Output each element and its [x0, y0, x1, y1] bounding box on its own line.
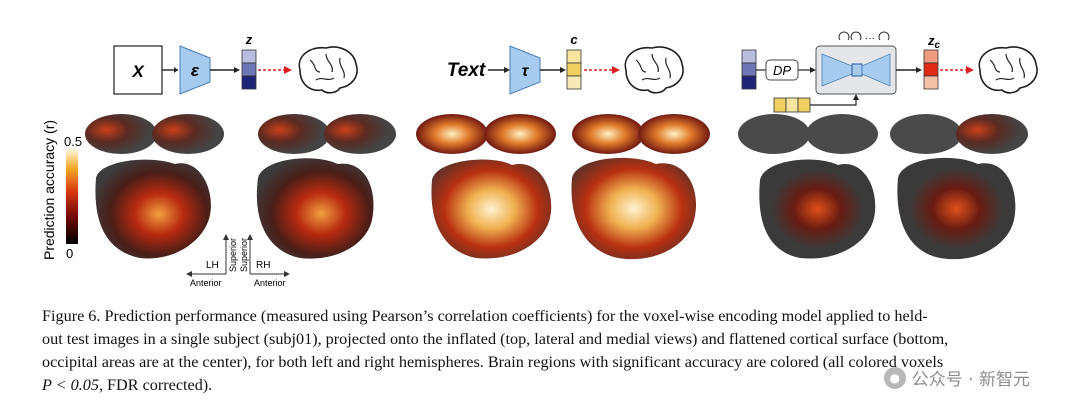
- svg-text:···: ···: [865, 33, 875, 44]
- flatmap-lh: [95, 159, 211, 259]
- caption-line-4-rest: , FDR corrected).: [98, 376, 213, 394]
- image-latent-vector: [241, 49, 257, 90]
- caption-line-2: out test images in a single subject (sub…: [42, 330, 949, 348]
- caption-p-value: P < 0.05: [42, 376, 99, 394]
- image-encoder-trapezoid: [179, 45, 211, 95]
- flatmap-rh: [897, 157, 1016, 260]
- brain-icon: [624, 46, 684, 94]
- text-brain-maps: [416, 114, 710, 260]
- flatmap-lh: [431, 159, 552, 259]
- superior-label-lh: Superior: [228, 238, 238, 272]
- colorbar: Prediction accuracy (r) 0.5 0: [41, 120, 82, 261]
- colorbar-max: 0.5: [64, 134, 82, 149]
- inflated-lh-lateral: [85, 114, 157, 154]
- inflated-rh-lateral: [324, 114, 396, 154]
- inflated-rh-lateral: [638, 114, 710, 154]
- combined-image-latent: [741, 49, 757, 90]
- colorbar-label: Prediction accuracy (r): [41, 120, 57, 260]
- text-input-label: Text: [447, 60, 486, 81]
- orientation-markers: LH Superior Anterior RH Superior Anterio…: [186, 234, 290, 288]
- image-encoder-schematic: X ε z: [113, 32, 358, 95]
- flatmap-lh: [759, 159, 876, 259]
- text-encoder-schematic: Text τ c: [447, 32, 684, 95]
- inflated-lh-medial: [484, 114, 556, 154]
- combined-latent-vector: [923, 49, 939, 90]
- flatmap-rh: [571, 157, 697, 260]
- image-input-box: [113, 45, 163, 95]
- combined-text-latent: [773, 97, 811, 113]
- inflated-rh-medial: [890, 114, 962, 154]
- loop-arrows-icon: [838, 31, 890, 41]
- inflated-lh-lateral: [738, 114, 810, 154]
- inflated-lh-medial: [152, 114, 224, 154]
- flatmap-rh: [256, 158, 374, 259]
- colorbar-gradient: [66, 148, 78, 244]
- superior-label-rh: Superior: [239, 238, 249, 272]
- lh-label: LH: [206, 260, 219, 271]
- image-latent-label: z: [245, 32, 253, 47]
- inflated-rh-lateral: [956, 114, 1028, 154]
- rh-label: RH: [256, 260, 270, 271]
- brain-icon: [978, 46, 1038, 94]
- caption-line-3: occipital areas are at the center), for …: [42, 353, 944, 371]
- inflated-rh-medial: [572, 114, 644, 154]
- inflated-lh-medial: [806, 114, 878, 154]
- text-latent-vector: [566, 49, 582, 90]
- anterior-label-lh: Anterior: [190, 278, 222, 288]
- caption-line-4: P < 0.05, FDR corrected).: [42, 374, 1042, 397]
- dp-label: DP: [773, 63, 791, 78]
- text-encoder-trapezoid: [509, 45, 541, 95]
- image-brain-maps: [85, 114, 396, 259]
- image-input-label: X: [131, 62, 145, 81]
- colorbar-min: 0: [66, 246, 73, 261]
- wechat-icon: ●: [883, 366, 906, 389]
- combined-latent-label: zc: [927, 33, 941, 51]
- text-encoder-label: τ: [522, 63, 530, 80]
- diffusion-schematic: DP ··· zc: [741, 31, 1038, 113]
- brain-icon: [298, 46, 358, 94]
- anterior-label-rh: Anterior: [254, 278, 286, 288]
- figure-caption: Figure 6. Prediction performance (measur…: [42, 305, 1042, 397]
- figure-6: X ε z Text τ c: [41, 31, 1038, 288]
- text-latent-label: c: [570, 32, 578, 47]
- figure-canvas: X ε z Text τ c: [41, 31, 1038, 288]
- inflated-rh-medial: [258, 114, 330, 154]
- watermark: ● 公众号 · 新智元: [883, 365, 1030, 390]
- inflated-lh-lateral: [416, 114, 488, 154]
- combined-brain-maps: [738, 114, 1028, 260]
- caption-line-1: Figure 6. Prediction performance (measur…: [42, 307, 928, 325]
- watermark-text: 公众号 · 新智元: [911, 370, 1030, 390]
- image-encoder-label: ε: [191, 61, 200, 80]
